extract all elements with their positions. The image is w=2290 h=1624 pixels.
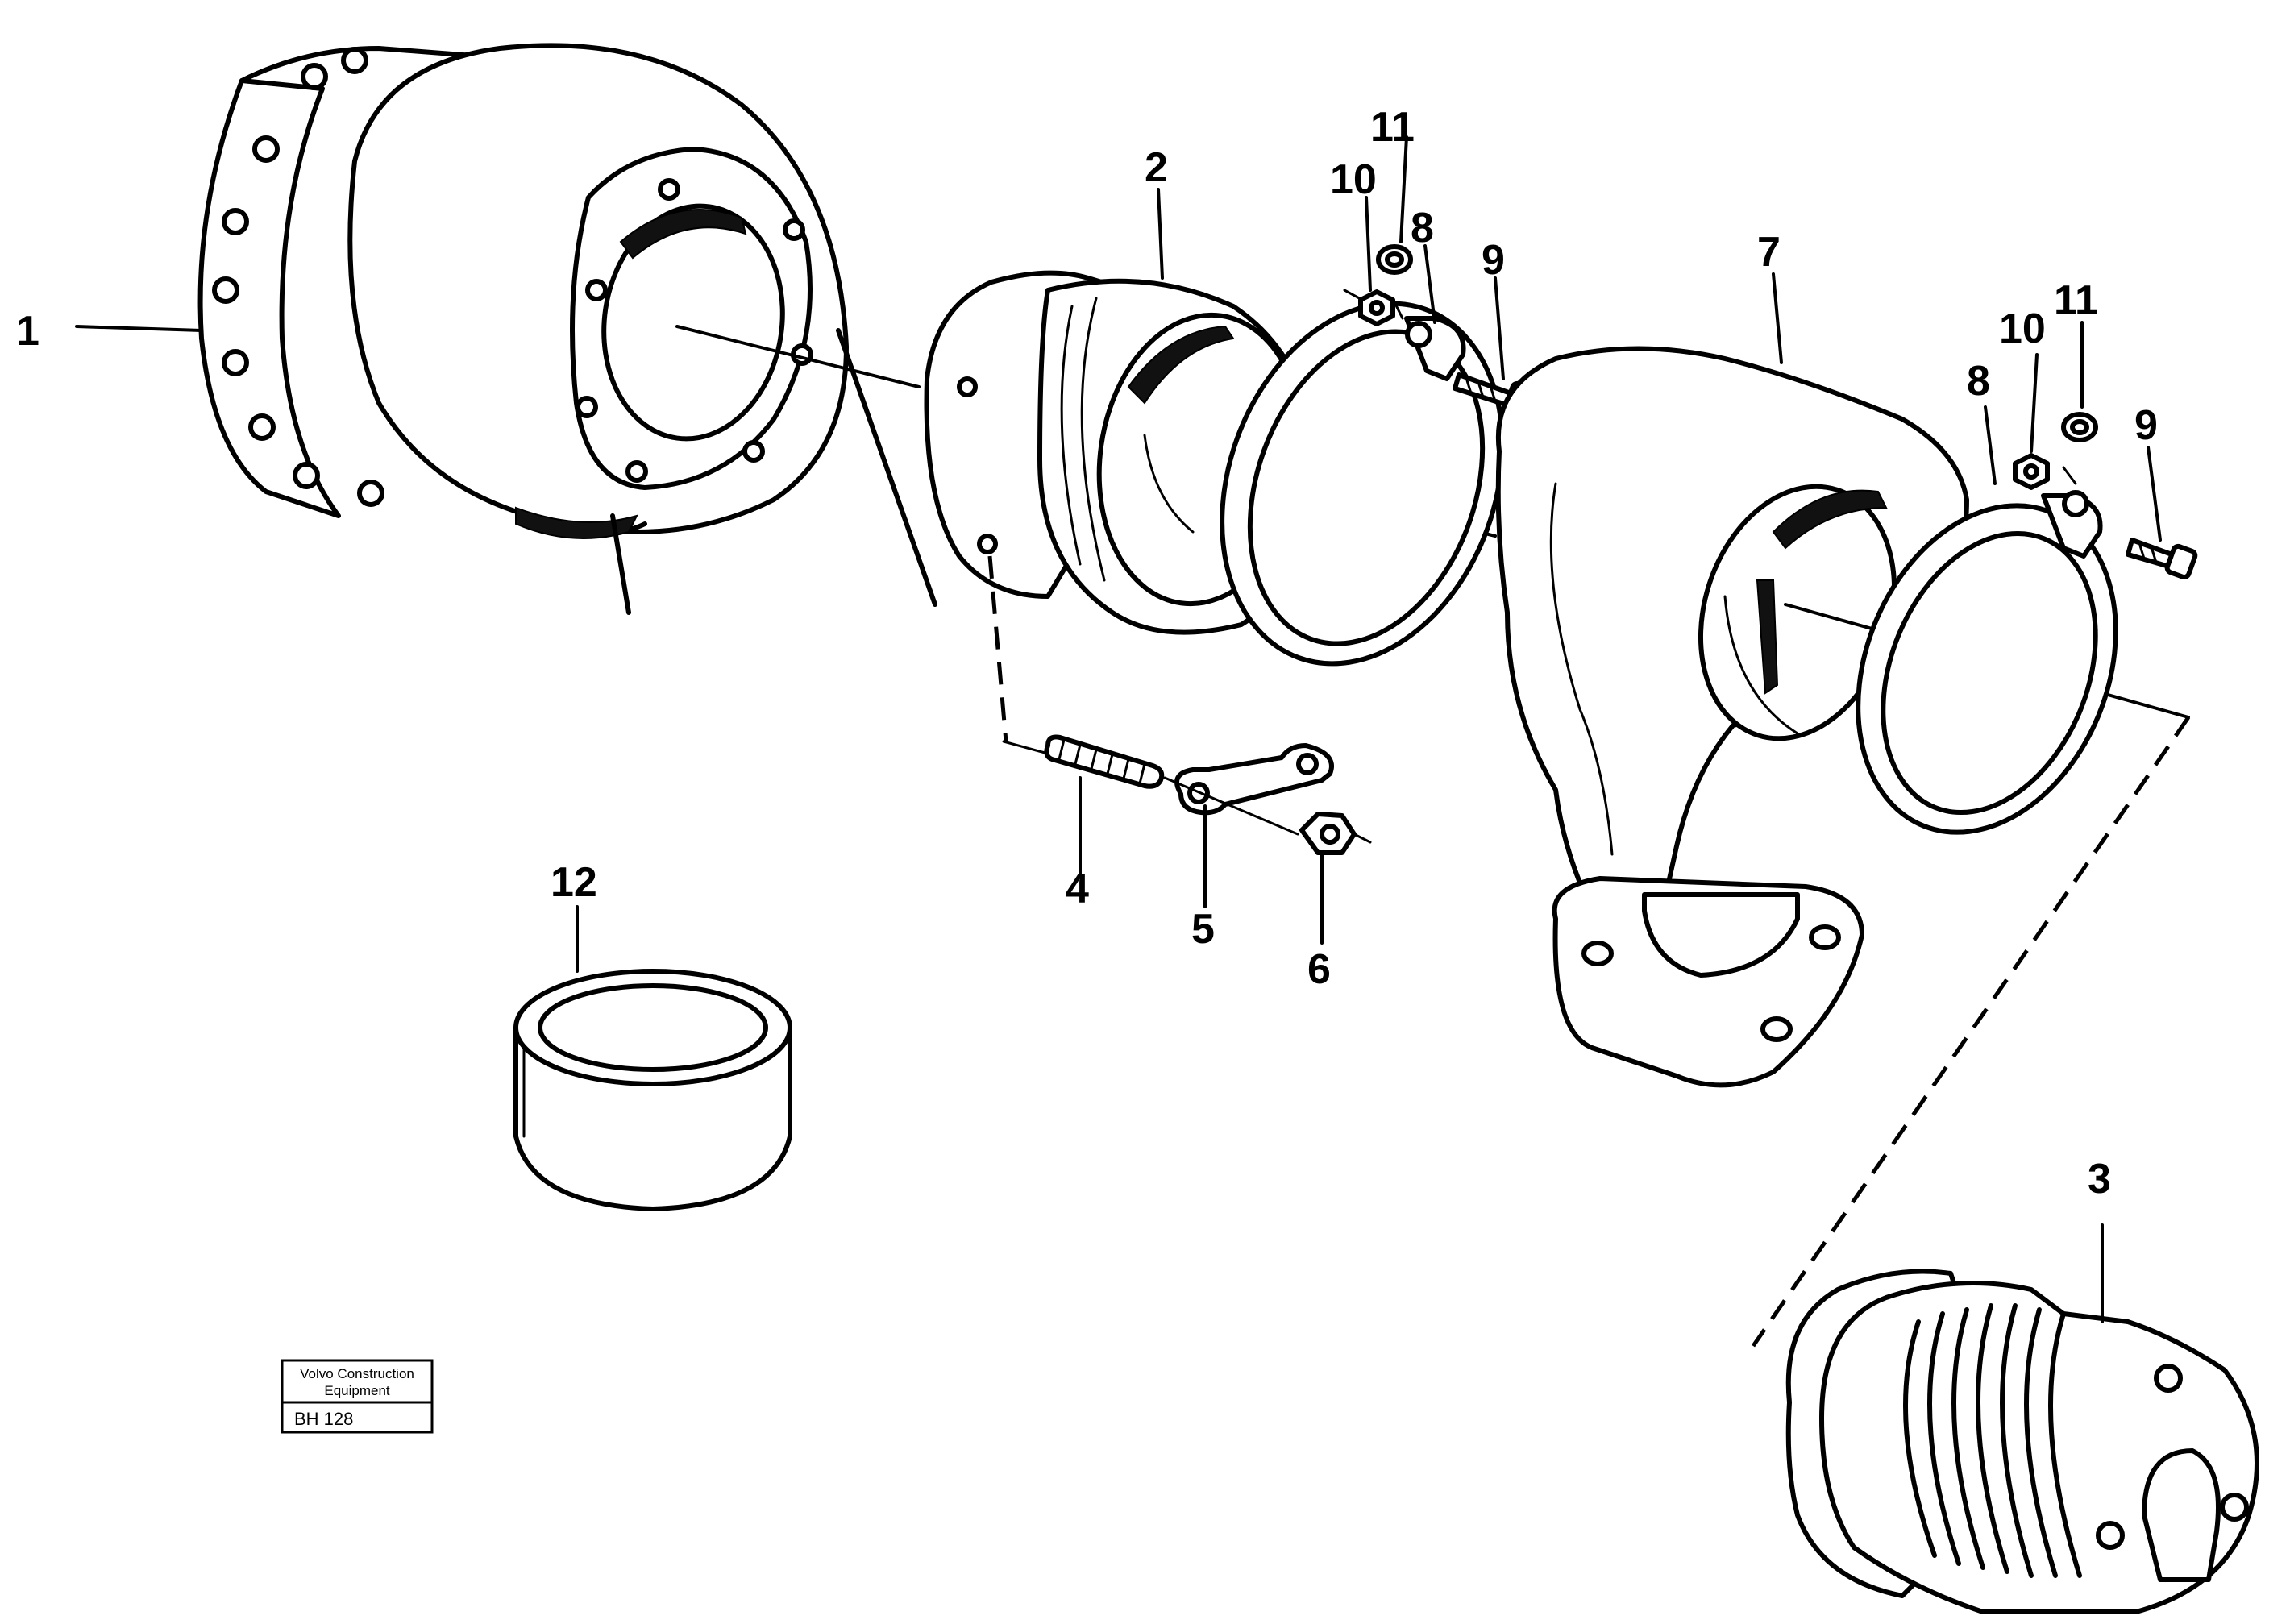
part-8-clamp-left	[1220, 301, 1505, 667]
callout-10-right: 10	[1999, 305, 2046, 352]
callout-11-left: 11	[1370, 104, 1415, 151]
part-11-washer-left	[1376, 244, 1413, 320]
part-8-clamp-right	[1856, 490, 2118, 835]
callout-6: 6	[1307, 946, 1331, 993]
stamp-line-2: Equipment	[324, 1383, 390, 1398]
part-1-housing	[197, 43, 937, 615]
callout-4: 4	[1066, 866, 1089, 912]
callouts: 1 2 3 4 5 6 7 8 8 9 9 10 10 11 11 12	[16, 104, 2158, 1202]
part-4-stud	[1044, 734, 1165, 789]
callout-12: 12	[551, 859, 597, 906]
callout-9-left: 9	[1482, 237, 1505, 284]
leader-lines	[75, 135, 2162, 1323]
callout-11-right: 11	[2054, 277, 2098, 324]
stamp-line-1: Volvo Construction	[300, 1366, 414, 1381]
callout-7: 7	[1757, 229, 1781, 276]
part-3-bellows	[1785, 1269, 2259, 1614]
part-9-bolt-right	[2126, 538, 2198, 580]
callout-10-left: 10	[1330, 156, 1377, 203]
callout-9-right: 9	[2134, 402, 2158, 449]
callout-2: 2	[1145, 144, 1168, 191]
part-10-nut-right	[2013, 453, 2050, 490]
stamp-code: BH 128	[294, 1409, 353, 1429]
part-5-lock-plate	[1174, 743, 1334, 816]
part-11-washer-right	[2061, 412, 2098, 485]
part-7-elbow	[1495, 346, 1969, 1088]
callout-5: 5	[1191, 906, 1215, 953]
callout-3: 3	[2088, 1156, 2111, 1202]
part-12-bushing	[513, 969, 792, 1211]
part-6-nut	[1299, 812, 1372, 855]
publisher-stamp: Volvo Construction Equipment BH 128	[281, 1359, 434, 1434]
callout-8-right: 8	[1967, 358, 1990, 405]
callout-8-left: 8	[1411, 205, 1434, 251]
callout-1: 1	[16, 308, 39, 355]
part-10-nut-left	[1343, 289, 1395, 326]
